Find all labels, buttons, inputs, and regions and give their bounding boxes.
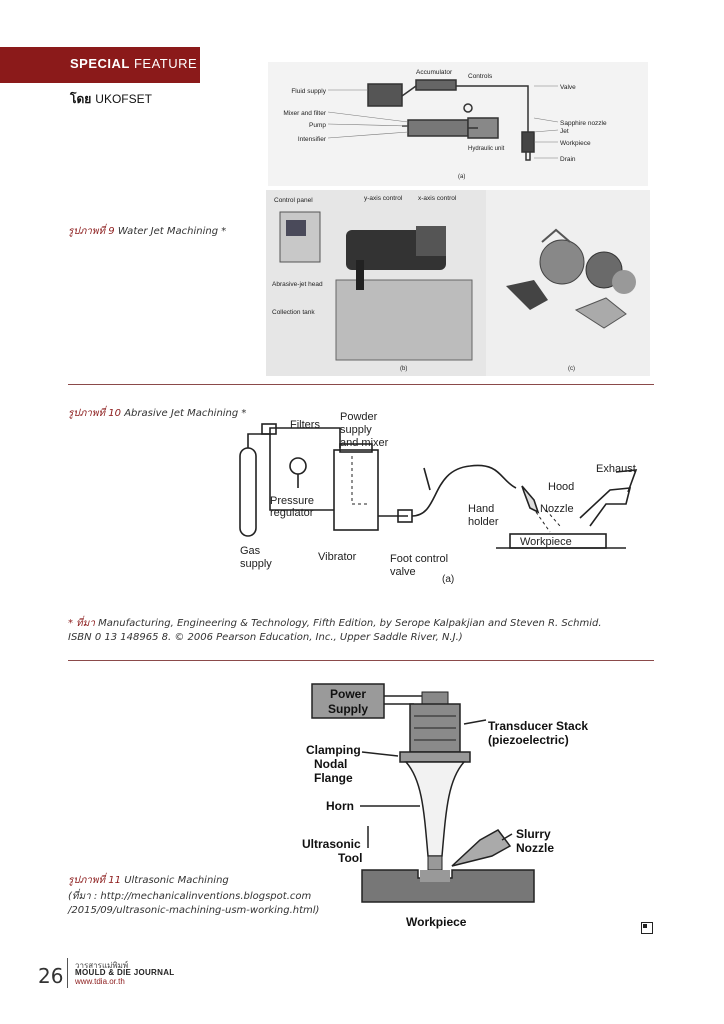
label-hood: Hood — [548, 481, 574, 493]
panel-b-tag: (b) — [400, 366, 407, 372]
label-filters: Filters — [290, 419, 320, 431]
label-x-axis: x-axis control — [418, 195, 457, 202]
source-note-line2: ISBN 0 13 148965 8. © 2006 Pearson Educa… — [68, 632, 463, 643]
figure9-caption-prefix: รูปภาพที่ 9 — [68, 226, 115, 237]
byline-author: UKOFSET — [95, 92, 152, 106]
figure11-caption-text: Ultrasonic Machining — [124, 875, 229, 886]
section-title-rest: FEATURE — [133, 56, 198, 71]
figure11-source-2: /2015/09/ultrasonic-machining-usm-workin… — [68, 905, 320, 916]
water-jet-schematic: Fluid supply Mixer and filter Pump Inten… — [283, 69, 607, 180]
label-clamp-3: Flange — [314, 771, 353, 785]
source-note-prefix: * ที่มา — [68, 618, 95, 629]
panel-c-tag: (c) — [568, 366, 575, 372]
label-control-panel: Control panel — [274, 197, 313, 204]
abrasive-jet-machine-photo: Control panel y-axis control x-axis cont… — [272, 195, 473, 372]
figure11-source-1: (ที่มา : http://mechanicalinventions.blo… — [68, 891, 312, 902]
label-transducer-1: Transducer Stack — [488, 719, 588, 733]
page-number: 26 — [38, 964, 64, 988]
ultrasonic-machining-schematic: Power Supply Transducer Stack (piezoelec… — [302, 683, 588, 929]
label-tool-2: Tool — [338, 851, 362, 865]
label-gas-1: Gas — [240, 545, 261, 557]
figure11-diagram: Power Supply Transducer Stack (piezoelec… — [302, 680, 642, 930]
label-workpiece-b: Workpiece — [520, 536, 572, 548]
label-workpiece-a: Workpiece — [560, 140, 591, 147]
label-vibrator: Vibrator — [318, 551, 357, 563]
divider-1 — [68, 384, 654, 385]
label-powder-1: Powder — [340, 411, 378, 423]
label-abrasive-jet-head: Abrasive-jet head — [272, 281, 323, 288]
label-hand-2: holder — [468, 516, 499, 528]
label-valve: Valve — [560, 84, 576, 91]
journal-name-thai: วารสารแม่พิมพ์ — [75, 961, 129, 970]
section-title-bold: SPECIAL — [70, 56, 130, 71]
label-drain: Drain — [560, 156, 576, 163]
label-power-2: Supply — [328, 702, 368, 716]
panel-a-tag-10: (a) — [442, 574, 454, 585]
journal-name-en[interactable]: MOULD & DIE JOURNAL — [75, 968, 175, 977]
label-clamp-2: Nodal — [314, 757, 347, 771]
label-intensifier: Intensifier — [298, 136, 327, 143]
abrasive-jet-schematic: Filters Powder supply and mixer Pressure… — [239, 411, 638, 585]
label-y-axis: y-axis control — [364, 195, 403, 202]
figure9-panel-a: Fluid supply Mixer and filter Pump Inten… — [268, 62, 648, 186]
label-gas-2: supply — [240, 558, 272, 570]
section-title: SPECIAL FEATURE — [70, 56, 197, 71]
figure9-caption-text: Water Jet Machining * — [117, 226, 227, 237]
figure10-caption-text: Abrasive Jet Machining * — [124, 408, 247, 419]
label-slurry-2: Nozzle — [516, 841, 554, 855]
figure9-panel-c: (c) — [486, 190, 650, 376]
source-note-line1: * ที่มา Manufacturing, Engineering & Tec… — [68, 616, 602, 631]
page-marker-icon — [641, 922, 653, 934]
journal-url-link[interactable]: www.tdia.or.th — [75, 977, 125, 986]
label-controls: Controls — [468, 73, 493, 80]
label-foot-2: valve — [390, 566, 416, 578]
figure11-caption-prefix: รูปภาพที่ 11 — [68, 875, 122, 886]
footer-divider — [67, 958, 68, 988]
source-note-text-1: Manufacturing, Engineering & Technology,… — [98, 618, 602, 629]
label-clamp-1: Clamping — [306, 743, 361, 757]
label-sapphire-nozzle: Sapphire nozzle — [560, 120, 607, 127]
label-exhaust: Exhaust — [596, 463, 636, 475]
figure10-caption: รูปภาพที่ 10 Abrasive Jet Machining * — [68, 406, 246, 421]
label-powder-2: supply — [340, 424, 372, 436]
figure10-caption-prefix: รูปภาพที่ 10 — [68, 408, 122, 419]
divider-2 — [68, 660, 654, 661]
label-powder-3: and mixer — [340, 437, 389, 449]
label-tool-1: Ultrasonic — [302, 837, 361, 851]
label-horn: Horn — [326, 799, 354, 813]
label-power-1: Power — [330, 687, 366, 701]
section-tab — [0, 47, 200, 83]
label-pump: Pump — [309, 122, 326, 129]
figure11-caption: รูปภาพที่ 11 Ultrasonic Machining — [68, 873, 229, 888]
label-transducer-2: (piezoelectric) — [488, 733, 569, 747]
panel-a-tag: (a) — [458, 174, 465, 180]
label-hydraulic-unit: Hydraulic unit — [468, 146, 505, 152]
label-slurry-1: Slurry — [516, 827, 551, 841]
label-mixer-filter: Mixer and filter — [283, 110, 326, 117]
label-hand-1: Hand — [468, 503, 494, 515]
label-pressure-1: Pressure — [270, 495, 314, 507]
label-fluid-supply: Fluid supply — [291, 88, 326, 95]
label-collection-tank: Collection tank — [272, 309, 315, 316]
label-foot-1: Foot control — [390, 553, 448, 565]
label-jet: Jet — [560, 128, 569, 135]
figure9-panel-b: Control panel y-axis control x-axis cont… — [266, 190, 486, 376]
byline-prefix: โดย — [70, 92, 92, 106]
figure9-caption: รูปภาพที่ 9 Water Jet Machining * — [68, 224, 226, 239]
label-pressure-2: regulator — [270, 507, 314, 519]
label-nozzle: Nozzle — [540, 503, 574, 515]
figure10-diagram: Filters Powder supply and mixer Pressure… — [230, 400, 650, 590]
label-accumulator: Accumulator — [416, 69, 453, 76]
label-workpiece-c: Workpiece — [406, 915, 467, 929]
cut-parts-photo: (c) — [506, 228, 636, 372]
